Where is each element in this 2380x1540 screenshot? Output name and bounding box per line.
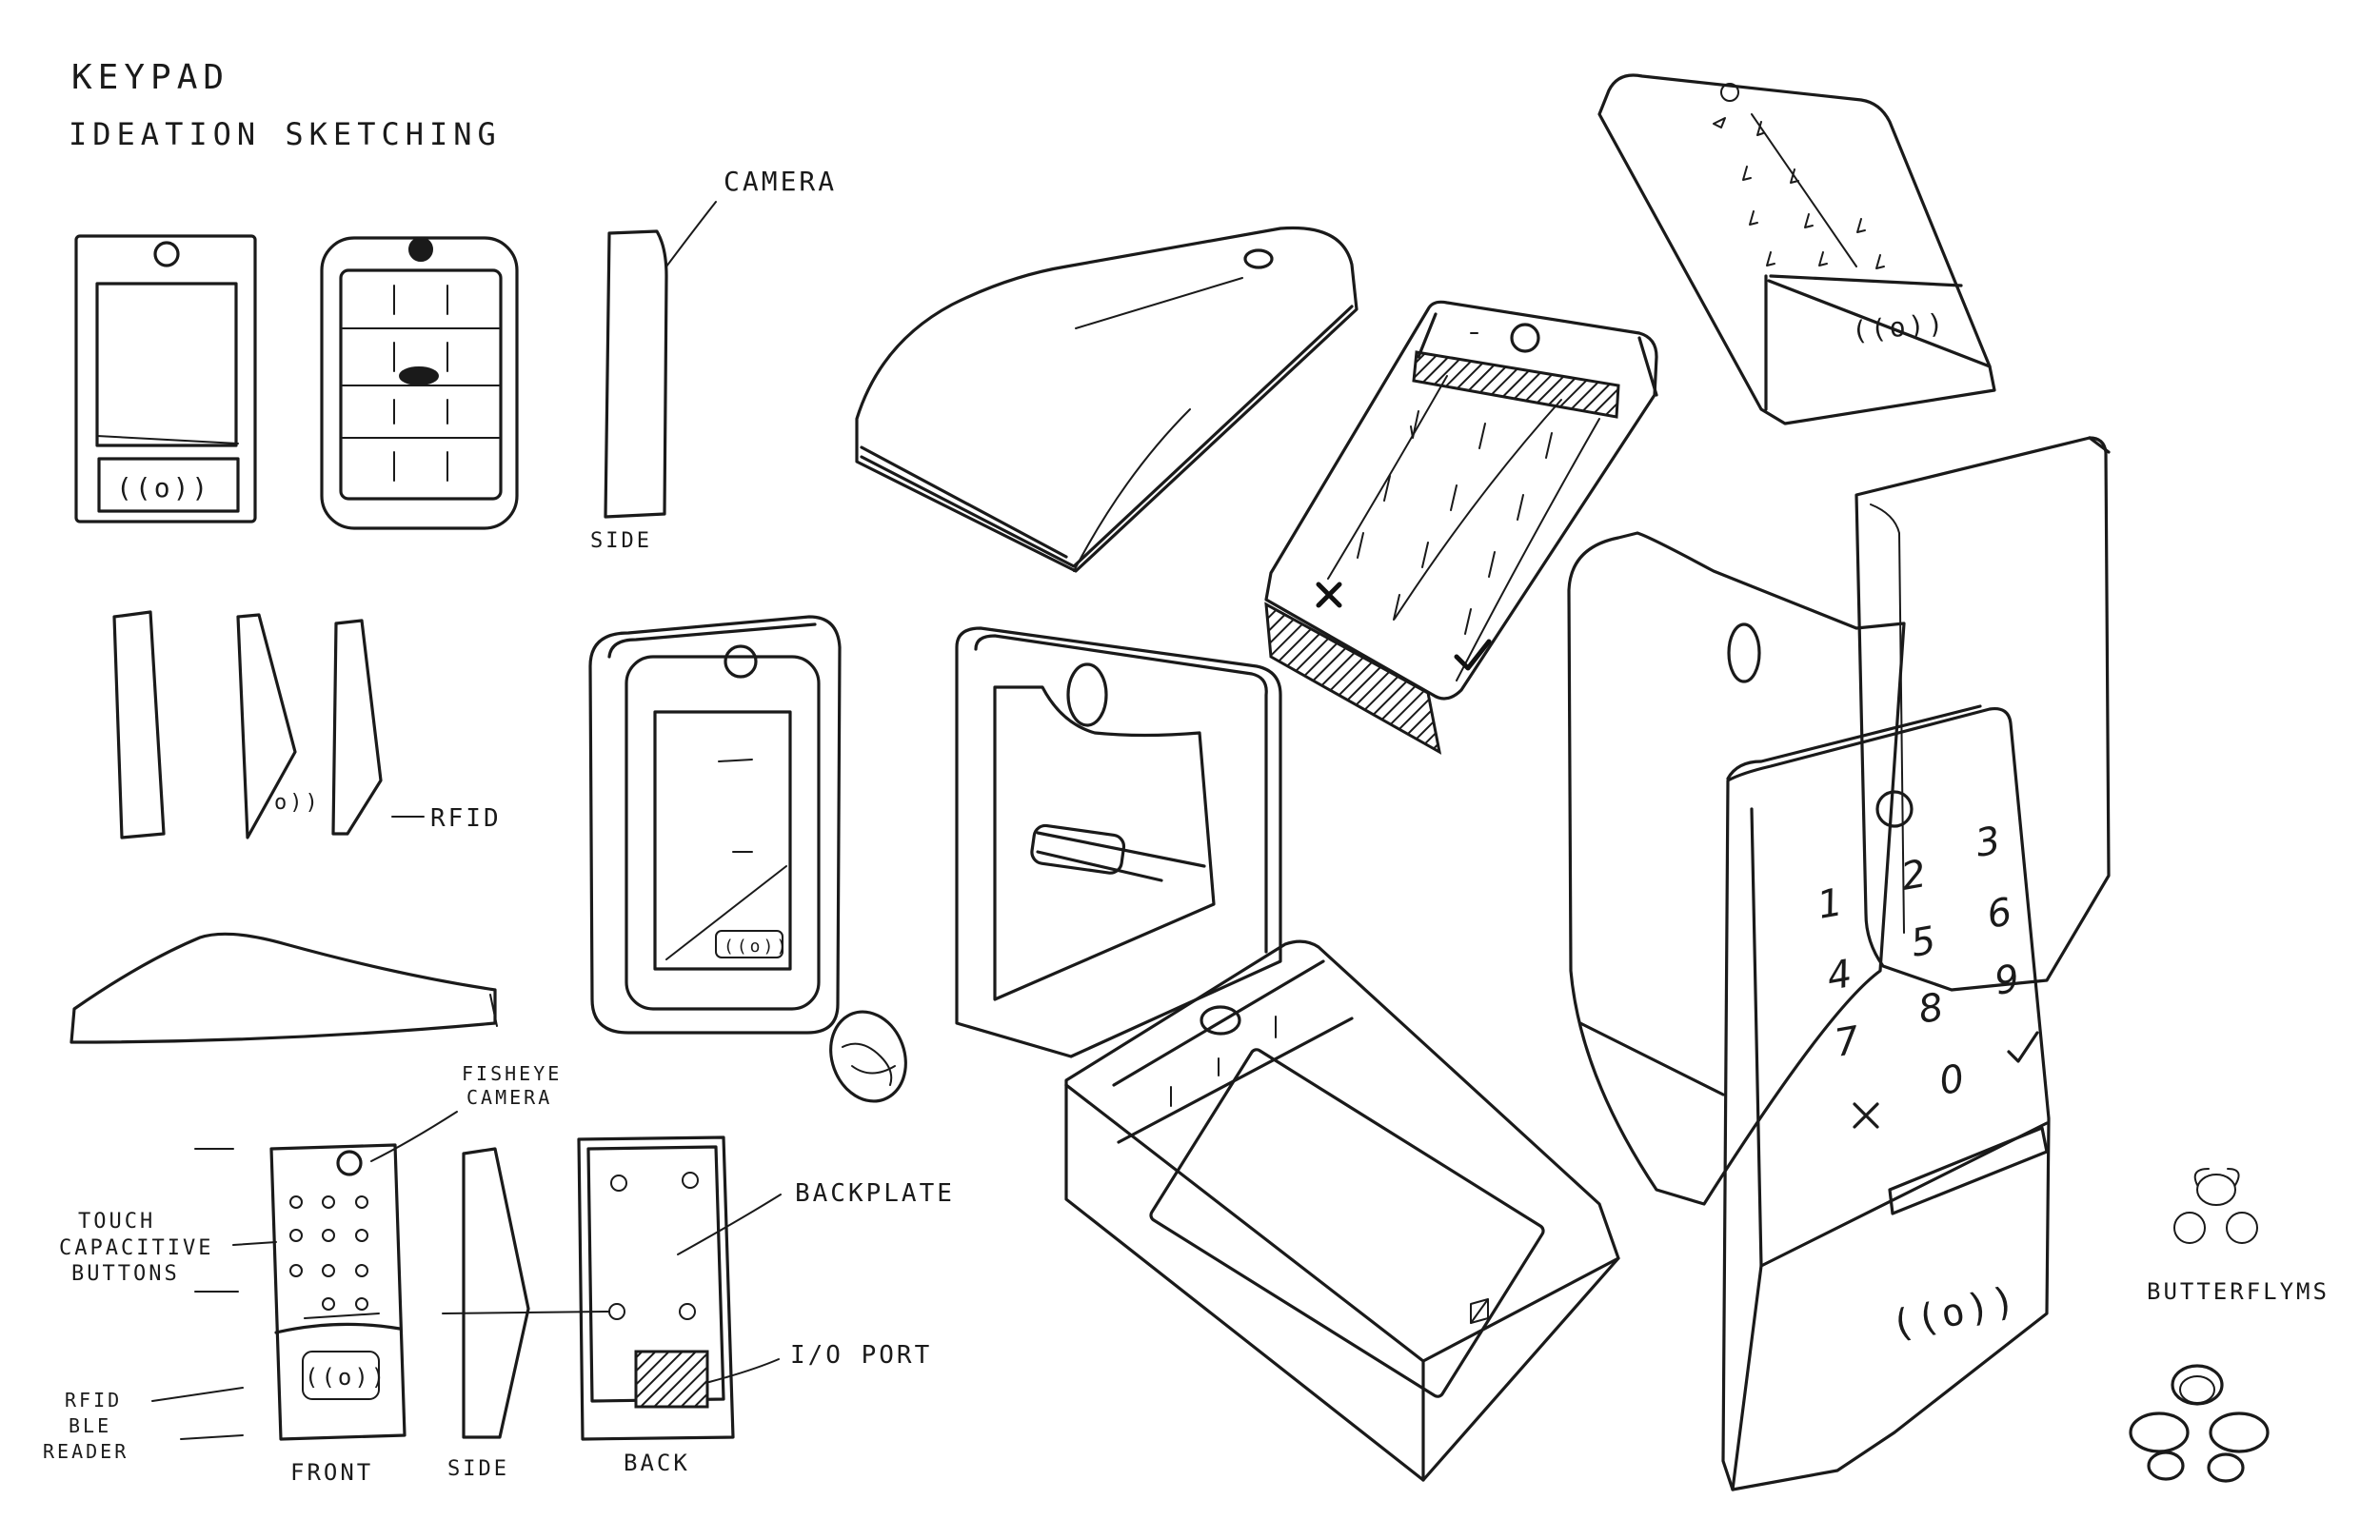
front-view-screen-sketch: ((o)) <box>74 234 257 523</box>
low-wedge-sketch <box>69 932 498 1044</box>
key-6: 6 <box>1984 890 2015 938</box>
keypad-digits: 1 2 3 4 5 6 7 8 9 0 <box>1815 819 2023 1104</box>
cancel-x-icon <box>1853 1102 1879 1129</box>
title-ideation-sketching: IDEATION SKETCHING <box>69 116 502 152</box>
label-touch: TOUCH <box>78 1210 155 1234</box>
tall-tower-back-sketch <box>1854 436 2111 992</box>
svg-text:((o)): ((o)) <box>1887 1278 2022 1348</box>
frame-back-view-sketch <box>955 626 1282 1058</box>
label-side: SIDE <box>590 529 652 553</box>
svg-text:((o)): ((o)) <box>724 937 789 957</box>
title: KEYPAD IDEATION SKETCHING <box>69 58 502 152</box>
label-rfid-reader-2: BLE <box>69 1414 111 1437</box>
key-5: 5 <box>1908 918 1939 966</box>
tall-tower-middle-sketch <box>1567 531 1906 1206</box>
key-3: 3 <box>1973 819 2004 866</box>
svg-text:o)): o)) <box>274 791 321 815</box>
label-backplate: BACKPLATE <box>795 1179 955 1208</box>
label-capacitive: CAPACITIVE <box>59 1236 213 1260</box>
butterfly-button-sketch <box>829 1010 907 1103</box>
wedge-profiles-sketch: o)) RFID <box>112 610 502 839</box>
key-4: 4 <box>1824 952 1855 999</box>
key-1: 1 <box>1815 880 1846 928</box>
label-back: BACK <box>624 1450 690 1476</box>
svg-text:((o)): ((o)) <box>1851 307 1948 347</box>
label-buttons: BUTTONS <box>71 1262 180 1286</box>
label-side-bottom: SIDE <box>447 1457 509 1481</box>
butterfly-concepts-sketch: BUTTERFLYMS <box>2129 1168 2330 1483</box>
rfid-symbol: ((o)) <box>116 472 210 503</box>
label-fisheye: FISHEYE <box>462 1062 562 1085</box>
label-fisheye-camera: CAMERA <box>466 1086 552 1109</box>
angled-keypad-hatched-sketch <box>1264 300 1658 755</box>
label-io-port: I/O PORT <box>790 1341 932 1370</box>
label-rfid-reader-1: RFID <box>65 1389 122 1412</box>
rounded-screen-device-sketch: ((o)) <box>588 615 842 1035</box>
label-front: FRONT <box>290 1459 373 1486</box>
front-view-keypad-grid-sketch <box>320 236 519 530</box>
tall-keypad-front-sketch: 1 2 3 4 5 6 7 8 9 0 ((o)) <box>1721 704 2051 1491</box>
label-rfid: RFID <box>430 804 502 833</box>
sloped-wedge-device-sketch <box>855 226 1359 573</box>
key-7: 7 <box>1832 1018 1864 1066</box>
title-keypad: KEYPAD <box>71 58 229 97</box>
orthographic-views-sketch: ((o)) FISHEYE CAMERA TOUCH CAPACITIVE BU… <box>43 1062 955 1486</box>
confirm-check-icon <box>2007 1031 2039 1063</box>
open-screen-wedge-sketch <box>1064 939 1620 1482</box>
label-camera: CAMERA <box>724 166 837 197</box>
key-0: 0 <box>1936 1056 1968 1104</box>
side-profile-camera-sketch: CAMERA SIDE <box>590 166 837 553</box>
svg-text:((o)): ((o)) <box>305 1364 387 1391</box>
label-rfid-reader-3: READER <box>43 1440 129 1463</box>
key-9: 9 <box>1992 957 2023 1004</box>
key-8: 8 <box>1915 985 1947 1033</box>
tilted-keypad-top-right-sketch: ((o)) <box>1597 73 1996 425</box>
label-butterfly: BUTTERFLYMS <box>2147 1278 2330 1305</box>
